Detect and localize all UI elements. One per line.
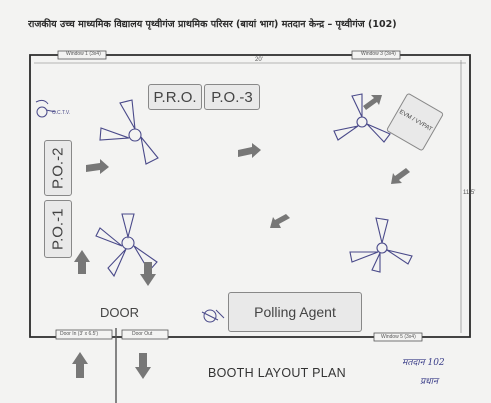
cctv-icon-2 (201, 309, 225, 323)
door-out-label: Door Out (132, 331, 153, 337)
room-outline (29, 54, 471, 338)
arrow-up-door-in (72, 352, 88, 378)
door-in-label: Door In (3' x 6.5') (60, 331, 99, 337)
window-top-left-label: Window 1 (3x4) (66, 51, 101, 57)
pro-box: P.R.O. (148, 84, 202, 110)
arrow-down-door-out (135, 353, 151, 379)
window-bottom-right (373, 332, 423, 342)
cctv-label: C.C.T.V. (52, 110, 71, 116)
handwritten-note-1: मतदान 102 (402, 358, 445, 368)
fan-2 (95, 213, 158, 278)
door-label: DOOR (100, 305, 139, 320)
arrow-up-1 (74, 250, 90, 274)
window-bottom-right-label: Window 5 (3x4) (381, 334, 416, 340)
po1-box: P.O.-1 (44, 200, 72, 258)
door-in-frame (55, 329, 113, 340)
window-top-right (351, 50, 401, 60)
fan-1 (99, 99, 159, 165)
po3-box: P.O.-3 (204, 84, 260, 110)
plan-title: BOOTH LAYOUT PLAN (208, 366, 347, 380)
arrow-upright (363, 95, 382, 110)
arrow-down-1 (140, 262, 156, 286)
top-dimension-label: 20' (255, 57, 263, 63)
cctv-icon (35, 99, 57, 118)
arrow-downleft-2 (270, 214, 290, 228)
window-top-right-label: Window 3 (3x4) (361, 51, 396, 57)
arrow-right-1 (86, 159, 109, 174)
door-out-frame (121, 329, 169, 340)
fan-3 (333, 93, 391, 143)
arrow-downleft-1 (391, 168, 410, 184)
fan-4 (349, 217, 413, 273)
flow-arrows (72, 95, 410, 379)
polling-agent-box: Polling Agent (228, 292, 362, 332)
arrow-right-2 (238, 143, 261, 158)
handwritten-note-2: प्रधान (420, 377, 438, 387)
right-dimension-label: 11.5' (463, 190, 476, 196)
document-title: राजकीय उच्च माध्यमिक विद्यालय पृथ्वीगंज … (28, 19, 397, 30)
window-top-left (57, 50, 107, 60)
po2-box: P.O.-2 (44, 140, 72, 196)
